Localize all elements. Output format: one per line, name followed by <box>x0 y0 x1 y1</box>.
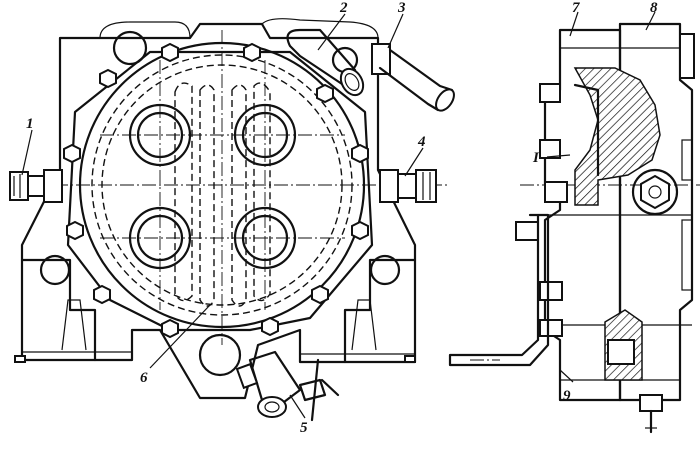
callout-8: 8 <box>650 0 658 16</box>
outlet-pipe <box>286 28 455 112</box>
right-foot-slot <box>351 299 377 351</box>
front-view <box>9 18 455 422</box>
callout-detail-I: I <box>532 150 540 166</box>
right-fitting <box>379 169 437 203</box>
side-piston-outline <box>573 83 600 177</box>
side-top-boss <box>679 33 695 79</box>
callout-9: 9 <box>563 388 571 404</box>
side-bottom-drain <box>639 394 663 434</box>
left-channel <box>199 84 215 307</box>
flange-bolts <box>63 42 369 339</box>
top-boss <box>99 21 191 39</box>
side-bolts <box>515 83 568 337</box>
side-port-inner <box>648 185 662 199</box>
left-foot-bolt <box>14 355 26 363</box>
callout-4: 4 <box>417 134 426 150</box>
side-port-outer <box>631 168 679 216</box>
callout-1: 1 <box>26 116 34 132</box>
side-port-nut <box>640 174 670 210</box>
left-foot-slot <box>61 299 87 351</box>
callout-3: 3 <box>397 0 406 16</box>
cylinder-port-upper-left <box>128 103 192 167</box>
left-foot <box>20 258 97 362</box>
side-right-slot-lower <box>681 219 693 291</box>
cylinder-port-lower-right <box>233 206 297 270</box>
side-lower-plug <box>607 339 635 365</box>
right-channel <box>231 84 247 307</box>
leader-lines <box>21 11 656 419</box>
left-foot-hole <box>39 254 71 286</box>
callout-7: 7 <box>572 0 580 16</box>
cover-flange <box>66 50 374 332</box>
right-foot-hole <box>369 254 401 286</box>
callout-5: 5 <box>300 420 308 436</box>
right-foot-bolt <box>404 355 416 363</box>
bottom-center-hole <box>198 333 242 377</box>
bottom-valve <box>235 350 340 422</box>
side-view <box>448 22 700 434</box>
callout-6: 6 <box>140 370 148 386</box>
side-section-hatch <box>573 67 661 206</box>
left-fitting <box>9 169 63 203</box>
side-bracket <box>448 213 550 367</box>
right-outer-channel <box>253 82 271 302</box>
side-right-slot <box>681 139 693 181</box>
callout-2: 2 <box>339 0 348 16</box>
cylinder-port-upper-right <box>233 103 297 167</box>
top-boss-right <box>261 18 379 39</box>
top-left-hole <box>112 30 148 66</box>
housing-outline <box>20 22 417 400</box>
cylinder-port-lower-left <box>128 206 192 270</box>
left-outer-channel <box>174 82 193 302</box>
right-foot <box>343 258 417 364</box>
